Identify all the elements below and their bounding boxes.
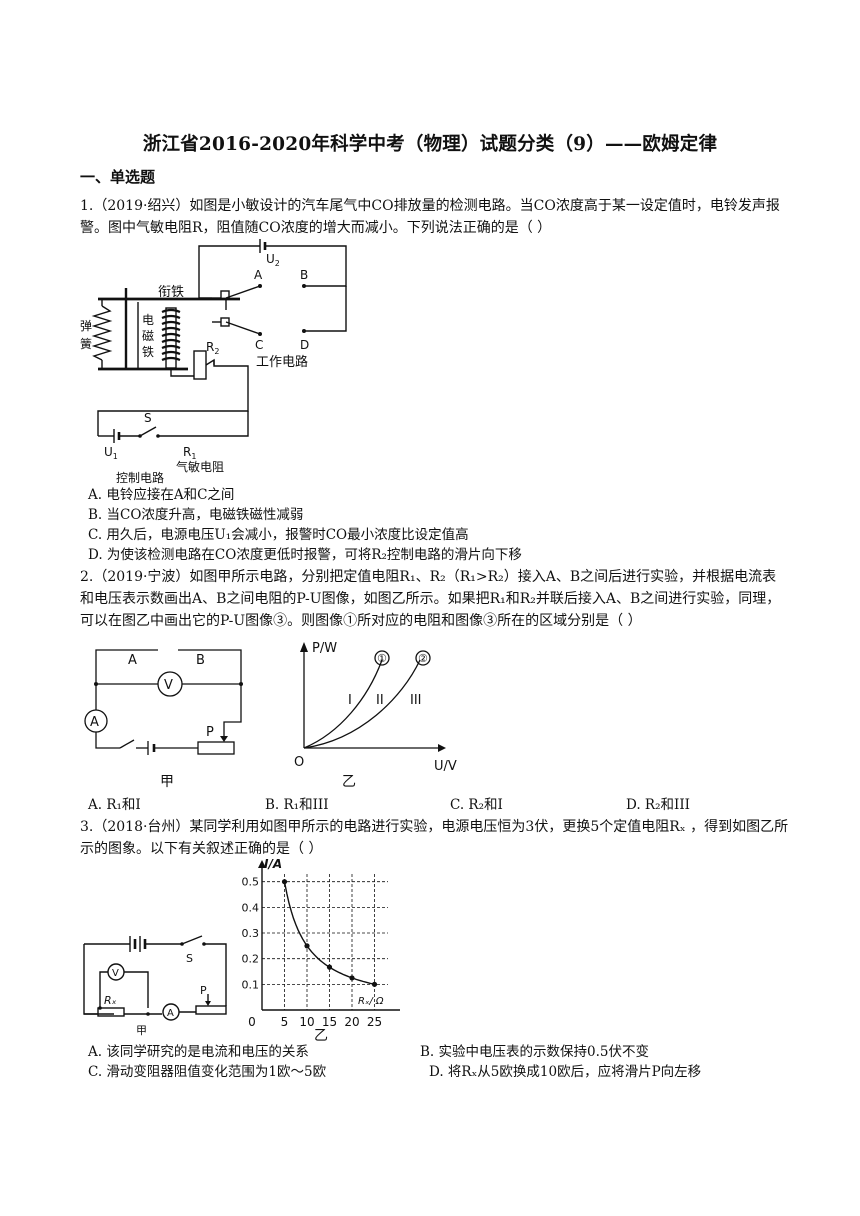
q1-option-c: C. 用久后，电源电压U₁会减小，报警时CO最小浓度比设定值高 <box>88 527 469 543</box>
question-1-text: 1.（2019·绍兴）如图是小敏设计的汽车尾气中CO排放量的检测电路。当CO浓度… <box>80 198 780 236</box>
x-tick-label: 0 <box>248 1015 256 1029</box>
r2-label: R2 <box>206 340 219 356</box>
rx-label: Rₓ <box>104 994 117 1007</box>
slider-p-label: P <box>206 725 214 740</box>
magnet-label-2: 磁 <box>142 328 154 343</box>
q2-option-d: D. R₂和III <box>626 797 690 813</box>
q1-option-a: A. 电铃应接在A和C之间 <box>88 487 235 503</box>
region-3-label: III <box>410 693 422 708</box>
graph-origin-label: O <box>294 755 304 770</box>
u2-label: U2 <box>266 252 280 268</box>
question-2-circuit: A B V A P 甲 <box>84 649 243 790</box>
y-tick-label: 0.4 <box>242 901 260 914</box>
q3-option-c: C. 滑动变阻器阻值变化范围为1欧～5欧 <box>88 1064 327 1080</box>
terminal-a-label: A <box>128 653 137 668</box>
control-circuit-label: 控制电路 <box>116 470 164 485</box>
sensor-label: 气敏电阻 <box>176 459 224 474</box>
question-3-text: 3.（2018·台州）某同学利用如图甲所示的电路进行实验，电源电压恒为3伏，更换… <box>80 819 789 857</box>
y-axis-label: I/A <box>264 858 282 871</box>
y-axis-arrow <box>258 860 266 868</box>
armature-label: 衔铁 <box>158 285 184 300</box>
data-point <box>304 943 310 949</box>
q3-option-a: A. 该同学研究的是电流和电压的关系 <box>88 1044 309 1060</box>
x-tick-label: 5 <box>281 1015 289 1029</box>
terminal-b-label: B <box>196 653 205 668</box>
r1-label: R1 <box>183 445 196 461</box>
contact-c-label: C <box>255 338 263 352</box>
x-tick-label: 25 <box>367 1015 382 1029</box>
question-3-circuit: S V Rₓ A P 甲 <box>83 935 227 1037</box>
q2-option-c: C. R₂和I <box>450 797 503 813</box>
figure-yi-label: 乙 <box>314 1028 328 1042</box>
voltmeter-icon: V <box>112 968 119 979</box>
ammeter-icon: A <box>90 715 99 730</box>
q2-option-a: A. R₁和I <box>88 797 141 813</box>
ammeter-icon: A <box>167 1008 174 1019</box>
question-1-figure: U2 A B C D 衔铁 弹 簧 电 磁 铁 R2 工作电路 S U1 R1 … <box>80 239 347 485</box>
data-point <box>281 879 288 885</box>
switch-s-label: S <box>144 411 152 425</box>
section-heading: 一、单选题 <box>80 168 156 186</box>
x-tick-label: 20 <box>344 1015 359 1029</box>
work-circuit-label: 工作电路 <box>256 354 308 370</box>
figure-jia-label: 甲 <box>136 1024 147 1037</box>
curve-1-label: ① <box>377 652 387 665</box>
graph-y-label: P/W <box>312 641 337 656</box>
page-title: 浙江省2016-2020年科学中考（物理）试题分类（9）——欧姆定律 <box>142 134 718 155</box>
y-tick-label: 0.2 <box>242 953 260 966</box>
slider-p-label: P <box>200 984 207 997</box>
spring-label-2: 簧 <box>80 336 92 351</box>
question-2-text: 2.（2019·宁波）如图甲所示电路，分别把定值电阻R₁、R₂（R₁>R₂）接入… <box>80 569 781 629</box>
q3-option-b: B. 实验中电压表的示数保持0.5伏不变 <box>420 1044 649 1060</box>
voltmeter-icon: V <box>164 678 173 693</box>
contact-d-label: D <box>300 338 309 352</box>
switch-s-label: S <box>186 952 193 965</box>
contact-a-label: A <box>254 268 263 282</box>
x-tick-label: 15 <box>322 1015 337 1029</box>
q1-option-b: B. 当CO浓度升高，电磁铁磁性减弱 <box>88 507 304 523</box>
q3-option-d: D. 将Rₓ从5欧换成10欧后，应将滑片P向左移 <box>429 1064 702 1080</box>
x-tick-label: 10 <box>299 1015 314 1029</box>
graph-x-label: U/V <box>434 759 457 774</box>
figure-jia-label: 甲 <box>160 774 174 790</box>
figure-yi-label: 乙 <box>342 774 356 790</box>
data-point <box>326 964 333 970</box>
magnet-label-1: 电 <box>142 313 154 327</box>
question-3-iv-chart: 0 5 10 15 20 25 0.1 0.2 0.3 0.4 0.5 I/A Rₓ/ Ω 乙 <box>242 858 400 1042</box>
curve-2-label: ② <box>418 652 428 665</box>
region-1-label: I <box>348 693 352 708</box>
contact-b-label: B <box>300 268 308 282</box>
q1-option-d: D. 为使该检测电路在CO浓度更低时报警，可将R₂控制电路的滑片向下移 <box>88 547 522 563</box>
question-2-pu-graph: P/W U/V O ① ② I II III 乙 <box>294 641 457 790</box>
magnet-label-3: 铁 <box>142 345 154 359</box>
y-tick-label: 0.1 <box>242 978 260 991</box>
x-axis-label: Rₓ/ Ω <box>358 996 384 1007</box>
data-point <box>349 975 355 981</box>
y-tick-label: 0.5 <box>242 876 260 889</box>
region-2-label: II <box>376 693 384 708</box>
q2-option-b: B. R₁和III <box>265 797 329 813</box>
y-tick-label: 0.3 <box>242 927 260 940</box>
u1-label: U1 <box>104 445 118 461</box>
spring-label-1: 弹 <box>80 319 92 333</box>
data-point <box>371 981 378 987</box>
